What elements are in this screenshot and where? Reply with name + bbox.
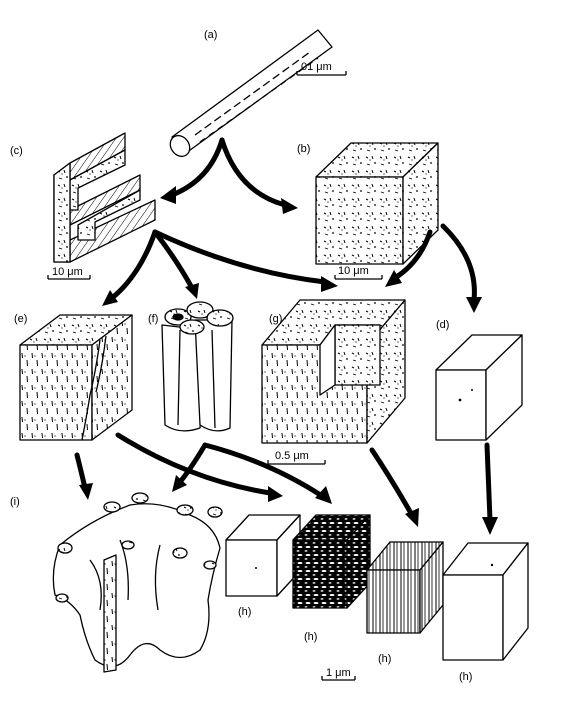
- panel-c-laminate: (c) 10 μm: [10, 132, 156, 280]
- label-h2: (h): [304, 631, 317, 643]
- arrow-f-to-i: [177, 442, 208, 485]
- svg-text:01 μm: 01 μm: [301, 61, 332, 73]
- label-h3: (h): [378, 653, 391, 665]
- label-i: (i): [10, 496, 20, 508]
- svg-text:10 μm: 10 μm: [52, 266, 83, 278]
- panel-f-tubes: (f): [148, 301, 234, 432]
- label-g: (g): [269, 313, 282, 325]
- label-c: (c): [10, 145, 23, 157]
- label-h4: (h): [459, 671, 472, 683]
- label-f: (f): [148, 313, 158, 325]
- panel-d-cube: (d): [435, 319, 523, 441]
- svg-text:10 μm: 10 μm: [338, 265, 369, 277]
- label-h1: (h): [238, 606, 251, 618]
- scale-bar-h: 1 μm: [321, 667, 356, 681]
- arrow-c-to-e: [109, 229, 158, 301]
- panel-h2-cube: (h): [292, 514, 371, 643]
- panel-a-fiber: (a) 01 μm: [169, 29, 347, 158]
- svg-text:0.5 μm: 0.5 μm: [275, 450, 309, 462]
- arrow-a-to-b: [219, 137, 288, 208]
- panel-h4-cube: (h): [442, 542, 529, 683]
- arrow-a-to-c: [169, 137, 225, 198]
- scale-bar-c: 10 μm: [47, 266, 91, 280]
- panel-h3-cube: (h): [366, 541, 444, 665]
- arrows: [74, 137, 498, 535]
- label-d: (d): [436, 319, 449, 331]
- arrow-c-to-g: [152, 229, 328, 285]
- arrow-c-to-f: [152, 229, 195, 291]
- scale-bar-g: 0.5 μm: [267, 450, 326, 465]
- panel-i-network: (i): [10, 492, 223, 673]
- label-b: (b): [297, 143, 310, 155]
- arrow-b-to-d: [440, 223, 477, 303]
- arrow-f-to-h2: [202, 442, 325, 499]
- arrow-e-to-h1: [115, 432, 273, 496]
- arrow-g-to-h3: [369, 447, 415, 518]
- arrow-b-to-g: [392, 229, 433, 281]
- arrow-e-to-i: [74, 452, 88, 491]
- panel-g-block: (g) 0.5 μm: [261, 299, 406, 465]
- label-a: (a): [204, 29, 217, 41]
- panel-e-cube: (e): [14, 313, 133, 441]
- label-e: (e): [14, 313, 27, 325]
- panel-h1-cube: (h): [225, 514, 301, 618]
- arrow-d-to-h4: [484, 442, 493, 523]
- svg-text:1 μm: 1 μm: [326, 667, 351, 679]
- scale-bar-a: 01 μm: [296, 61, 347, 76]
- scale-bar-b: 10 μm: [334, 265, 383, 280]
